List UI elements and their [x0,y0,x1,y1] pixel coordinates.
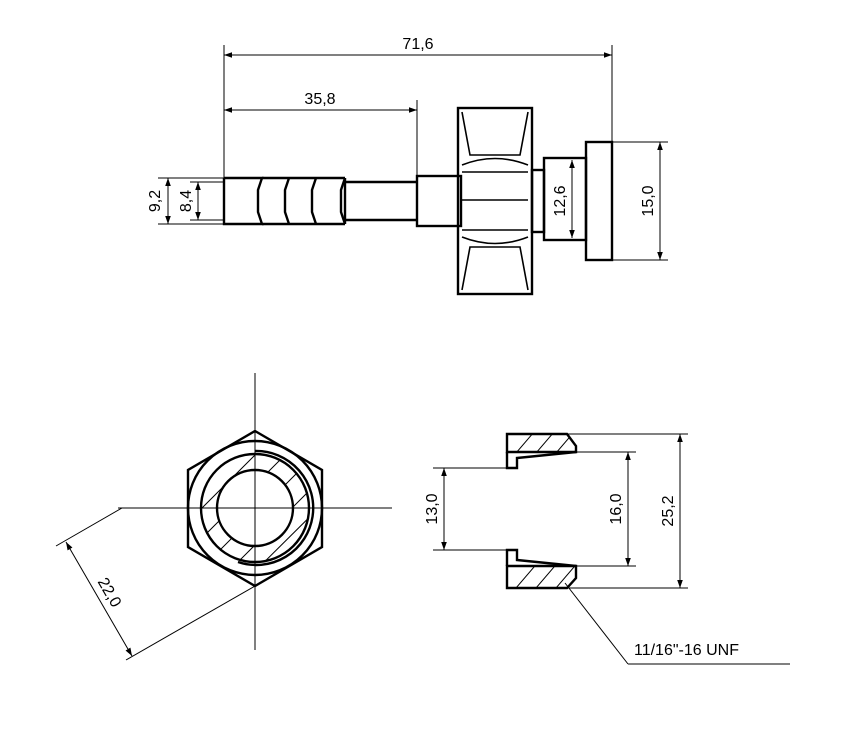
dim-flange-diameter: 15,0 [612,141,668,261]
dim-barb-diameters: 9,2 8,4 [147,177,224,225]
dim-spigot-label: 12,6 [552,185,569,216]
dim-hex-label: 22,0 [94,575,124,611]
dim-flange-label: 15,0 [640,185,657,216]
dim-barb-inner-label: 8,4 [178,190,195,212]
dim-overall-length: 71,6 [223,36,613,178]
dim-bore-label: 13,0 [424,493,441,524]
dim-nut-bore: 13,0 [424,467,507,551]
dim-spigot-diameter: 12,6 [552,160,575,238]
dim-nut-outer: 25,2 [567,433,688,589]
thread-callout: 11/16"-16 UNF [564,582,790,665]
dim-overall-length-label: 71,6 [402,36,433,53]
hose-barb [222,174,463,228]
nut-section-view: 13,0 16,0 25,2 11/16"-16 UNF [424,432,790,665]
hex-end-view: 22,0 [55,373,392,661]
dim-outer-label: 25,2 [660,495,677,526]
ring-hatching [201,455,310,563]
dim-nut-thread: 16,0 [576,451,636,567]
side-view: 71,6 35,8 9,2 8,4 12,6 [147,36,668,296]
dim-barb-length: 35,8 [224,91,418,176]
thread-spec-label: 11/16"-16 UNF [634,642,739,659]
dim-barb-length-label: 35,8 [304,91,335,108]
hex-nut-side [456,106,534,296]
dim-thread-label: 16,0 [608,493,625,524]
dim-barb-outer-label: 9,2 [147,190,164,212]
spigot-flange [530,140,614,262]
